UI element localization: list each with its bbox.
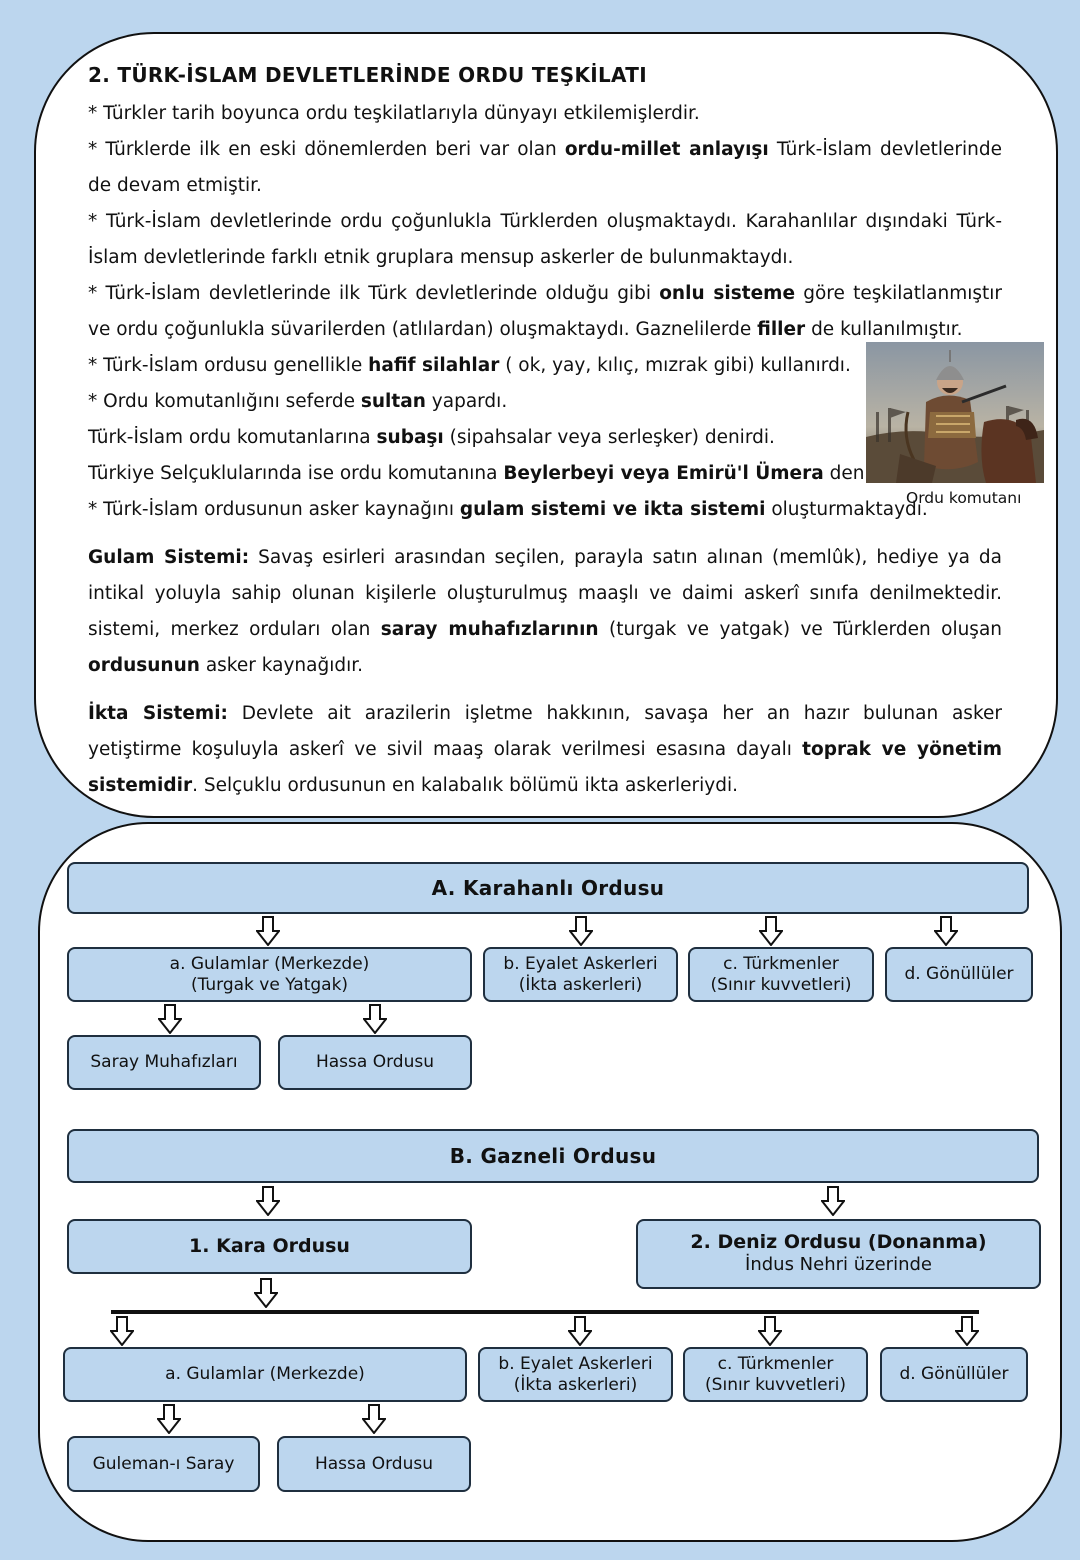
gazneli-kara-box: 1. Kara Ordusu bbox=[67, 1219, 472, 1274]
arrow-down-icon bbox=[955, 1316, 979, 1346]
paragraph-line: * Türklerde ilk en eski dönemlerden beri… bbox=[88, 139, 1002, 160]
karahanli-gulamlar-box: a. Gulamlar (Merkezde)(Turgak ve Yatgak) bbox=[67, 947, 472, 1002]
karahanli-header: A. Karahanlı Ordusu bbox=[67, 862, 1029, 914]
paragraph-line: Türkiye Selçuklularında ise ordu komutan… bbox=[88, 463, 866, 484]
section-title: 2. TÜRK-İSLAM DEVLETLERİNDE ORDU TEŞKİLA… bbox=[88, 63, 647, 87]
paragraph-line: İslam devletlerinde farklı etnik gruplar… bbox=[88, 247, 794, 268]
paragraph-line: sistemidir. Selçuklu ordusunun en kalaba… bbox=[88, 775, 738, 796]
paragraph-line: sistemi, merkez orduları olan saray muha… bbox=[88, 619, 1002, 640]
karahanli-gonullu-box: d. Gönüllüler bbox=[885, 947, 1033, 1002]
arrow-down-icon bbox=[362, 1404, 386, 1434]
paragraph-line: Gulam Sistemi: Savaş esirleri arasından … bbox=[88, 547, 1002, 568]
karahanli-hassa-box: Hassa Ordusu bbox=[278, 1035, 472, 1090]
paragraph-line: * Türkler tarih boyunca ordu teşkilatlar… bbox=[88, 103, 700, 124]
gazneli-header: B. Gazneli Ordusu bbox=[67, 1129, 1039, 1183]
arrow-down-icon bbox=[256, 916, 280, 946]
paragraph-line: * Ordu komutanlığını seferde sultan yapa… bbox=[88, 391, 508, 412]
arrow-down-icon bbox=[759, 916, 783, 946]
karahanli-turkmen-box: c. Türkmenler(Sınır kuvvetleri) bbox=[688, 947, 874, 1002]
arrow-down-icon bbox=[363, 1004, 387, 1034]
paragraph-line: * Türk-İslam ordusu genellikle hafif sil… bbox=[88, 355, 851, 376]
arrow-down-icon bbox=[256, 1186, 280, 1216]
paragraph-line: de devam etmiştir. bbox=[88, 175, 262, 196]
karahanli-eyalet-box: b. Eyalet Askerleri(İkta askerleri) bbox=[483, 947, 678, 1002]
paragraph-line: yetiştirme koşuluyla askerî ve sivil maa… bbox=[88, 739, 1002, 760]
paragraph-line: * Türk-İslam devletlerinde ordu çoğunluk… bbox=[88, 211, 1002, 232]
gazneli-gonullu-box: d. Gönüllüler bbox=[880, 1347, 1028, 1402]
paragraph-line: Türk-İslam ordu komutanlarına subaşı (si… bbox=[88, 427, 775, 448]
arrow-down-icon bbox=[821, 1186, 845, 1216]
commander-image bbox=[866, 342, 1044, 483]
paragraph-line: * Türk-İslam ordusunun asker kaynağını g… bbox=[88, 499, 928, 520]
arrow-down-icon bbox=[568, 1316, 592, 1346]
arrow-down-icon bbox=[569, 916, 593, 946]
image-caption: Ordu komutanı bbox=[906, 489, 1022, 507]
branch-line bbox=[111, 1310, 979, 1314]
arrow-down-icon bbox=[934, 916, 958, 946]
gazneli-gulamlar-box: a. Gulamlar (Merkezde) bbox=[63, 1347, 467, 1402]
gazneli-deniz-box: 2. Deniz Ordusu (Donanma)İndus Nehri üze… bbox=[636, 1219, 1041, 1289]
arrow-down-icon bbox=[157, 1404, 181, 1434]
arrow-down-icon bbox=[758, 1316, 782, 1346]
arrow-down-icon bbox=[254, 1278, 278, 1308]
karahanli-saray-box: Saray Muhafızları bbox=[67, 1035, 261, 1090]
gazneli-eyalet-box: b. Eyalet Askerleri(İkta askerleri) bbox=[478, 1347, 673, 1402]
arrow-down-icon bbox=[158, 1004, 182, 1034]
paragraph-line: ve ordu çoğunlukla süvarilerden (atlılar… bbox=[88, 319, 963, 340]
paragraph-line: intikal yoluyla sahip olunan kişilerle o… bbox=[88, 583, 1002, 604]
gazneli-turkmen-box: c. Türkmenler(Sınır kuvvetleri) bbox=[683, 1347, 868, 1402]
gazneli-guleman-box: Guleman-ı Saray bbox=[67, 1436, 260, 1492]
gazneli-hassa-box: Hassa Ordusu bbox=[277, 1436, 471, 1492]
paragraph-line: ordusunun asker kaynağıdır. bbox=[88, 655, 364, 676]
paragraph-line: * Türk-İslam devletlerinde ilk Türk devl… bbox=[88, 283, 1002, 304]
arrow-down-icon bbox=[110, 1316, 134, 1346]
paragraph-line: İkta Sistemi: Devlete ait arazilerin işl… bbox=[88, 703, 1002, 724]
